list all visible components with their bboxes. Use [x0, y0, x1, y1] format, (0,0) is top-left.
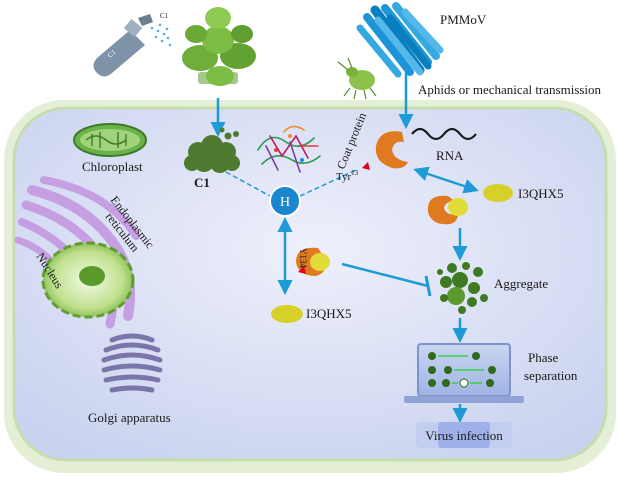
chloroplast-label: Chloroplast [82, 159, 143, 174]
virus-infection-highlight [438, 422, 490, 448]
c1-compound-icon [184, 127, 240, 173]
h-label: H [280, 195, 290, 210]
y134-marker [298, 266, 306, 274]
spray-mist [150, 23, 172, 47]
coat-protein-icon [375, 131, 408, 169]
h-node [269, 185, 301, 217]
c1-label: C1 [194, 175, 210, 190]
spray-bottle-icon: C1 [93, 14, 153, 77]
i3qhx5-right-icon [483, 184, 513, 202]
pmmov-virus-icon [356, 2, 444, 78]
inhibition-line [341, 262, 429, 288]
chloroplast-icon [73, 123, 147, 157]
aphid-icon [337, 57, 377, 100]
i3qhx5-left-icon [271, 305, 303, 323]
rna-strand-icon [411, 127, 477, 141]
dash-c1-to-h [225, 171, 271, 197]
aggregate-icon [437, 262, 488, 314]
inhibition-bar [424, 275, 432, 297]
tyr-label-text: Tyr [336, 171, 351, 183]
tyr-label: Tyr13 [336, 169, 359, 183]
rna-label: RNA [436, 148, 464, 163]
spray-label: C1 [160, 12, 169, 20]
pmmov-label: PMMoV [440, 12, 487, 27]
plant-icon [182, 7, 256, 86]
arrow-coat-to-complex [413, 166, 479, 194]
golgi-icon [101, 333, 163, 393]
nucleus-icon [41, 241, 135, 319]
i3qhx5-left-label: I3QHX5 [306, 306, 352, 321]
transmission-label: Aphids or mechanical transmission [418, 82, 602, 97]
laptop-phase-separation-icon [404, 343, 524, 403]
golgi-label: Golgi apparatus [88, 410, 171, 425]
dash-h-to-tyr [299, 169, 357, 197]
virus-infection-label: Virus infection [425, 428, 503, 443]
y134-label: Y134 [298, 248, 308, 268]
svg-text:C1: C1 [106, 48, 118, 60]
separation-label: separation [524, 368, 578, 383]
tyr-marker [362, 162, 370, 170]
tyr-label-superscript: 13 [351, 169, 359, 177]
protein-structure-icon [257, 125, 321, 173]
coat-i3qhx5-complex-icon [427, 195, 468, 225]
i3qhx5-right-label: I3QHX5 [518, 186, 564, 201]
aggregate-label: Aggregate [494, 276, 548, 291]
phase-label: Phase [528, 350, 559, 365]
